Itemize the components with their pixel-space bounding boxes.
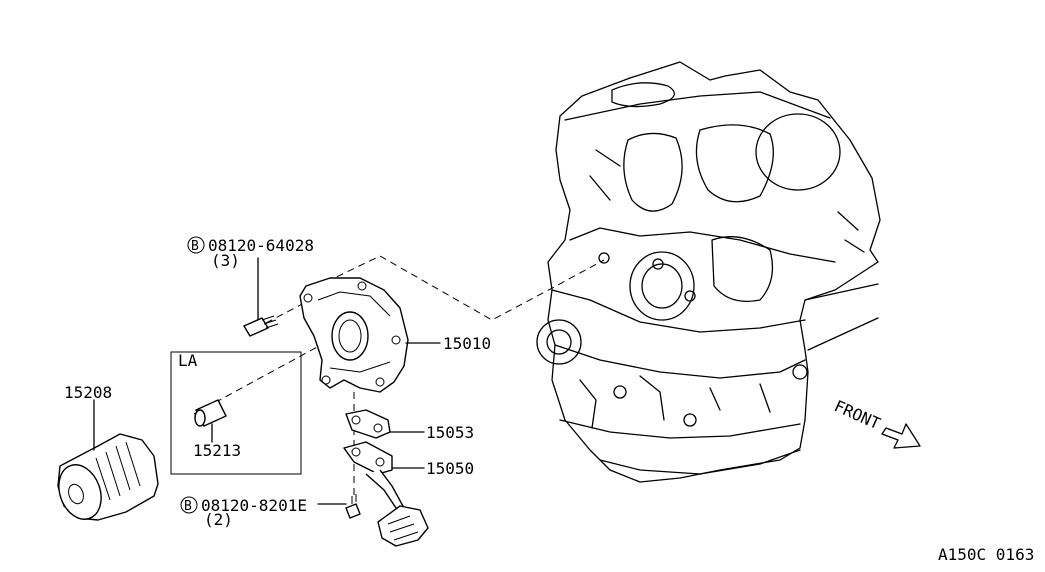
front-label: FRONT <box>831 396 883 433</box>
inset-box <box>170 351 302 475</box>
connector-part <box>194 399 227 443</box>
label-15213: 15213 <box>193 441 241 460</box>
label-15053: 15053 <box>426 423 474 442</box>
bolt-lower-qty: (2) <box>204 510 233 529</box>
bolt-upper-code: 08120-64028 <box>208 236 314 255</box>
bolt-upper-circle-letter: B <box>191 239 199 254</box>
bolt-upper-qty: (3) <box>211 251 240 270</box>
label-15208: 15208 <box>64 383 112 402</box>
front-arrow-icon <box>881 423 921 449</box>
gasket <box>345 409 425 439</box>
strainer <box>343 441 429 547</box>
engine-block <box>536 61 881 483</box>
label-15010: 15010 <box>443 334 491 353</box>
inset-title: LA <box>178 351 198 370</box>
bolt-lower <box>317 494 361 519</box>
pump-to-block-dashed <box>379 255 605 321</box>
callout-bolt-upper: B 08120-64028 (3) <box>187 236 314 270</box>
label-15050: 15050 <box>426 459 474 478</box>
bolt-upper <box>243 257 279 337</box>
oil-pump <box>299 277 409 393</box>
bolt-lower-circle-letter: B <box>184 499 192 514</box>
callout-bolt-lower: B 08120-8201E (2) <box>180 496 307 529</box>
oil-filter <box>57 399 159 521</box>
diagram-id: A150C 0163 <box>938 545 1034 564</box>
bolt-lower-code: 08120-8201E <box>201 496 307 515</box>
